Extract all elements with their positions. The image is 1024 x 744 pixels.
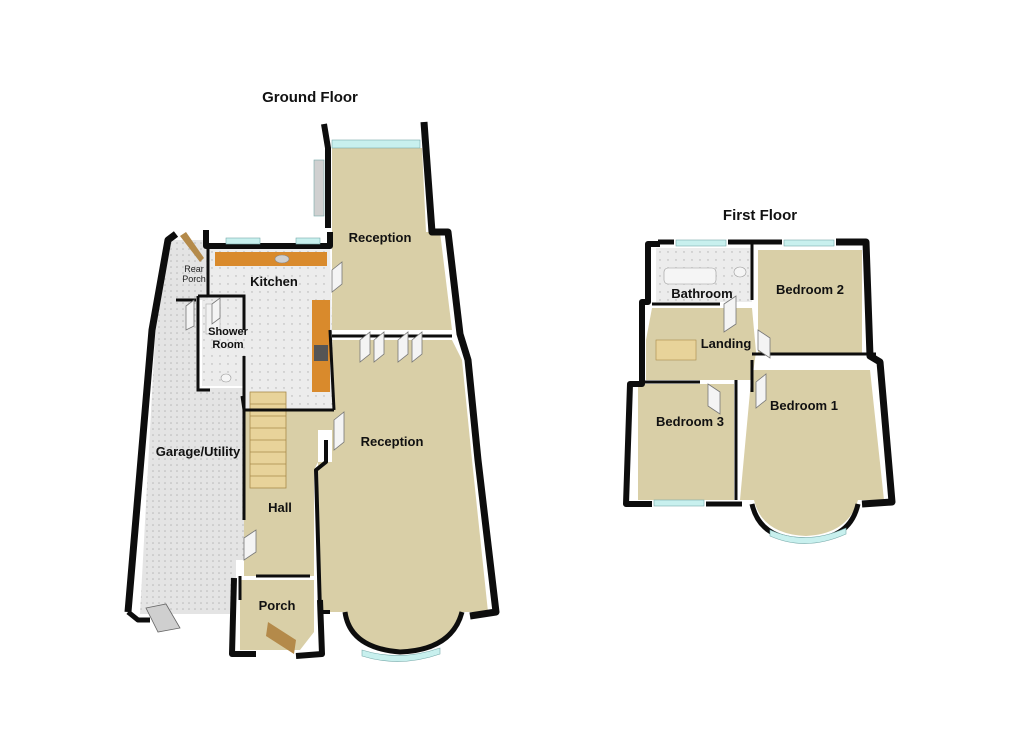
garage-floor [140, 240, 244, 614]
shower-toilet [220, 373, 232, 383]
first-floor-doors [707, 295, 771, 415]
rear-porch-label-line1: Rear [184, 264, 204, 274]
reception-rear-label: Reception [349, 230, 412, 245]
shower-room-label-line2: Room [212, 339, 243, 351]
bedroom2-floor [758, 250, 862, 354]
kitchen-hob [314, 345, 328, 361]
ground-floor-walls [124, 121, 500, 659]
first-floor-title: First Floor [723, 207, 797, 224]
kitchen-label: Kitchen [250, 274, 298, 289]
bedroom1-label: Bedroom 1 [770, 398, 838, 413]
rear-porch-door [180, 232, 204, 262]
first-floor-inner-walls [642, 244, 876, 500]
shower-room-label-line1: Shower [208, 326, 248, 338]
bathroom-basin [733, 266, 747, 278]
ground-floor: Ground Floor [124, 89, 500, 662]
garage-utility-label: Garage/Utility [156, 444, 241, 459]
garage-door [145, 603, 181, 633]
front-door [266, 622, 296, 654]
hall-label: Hall [268, 500, 292, 515]
reception-double-doors [359, 331, 423, 363]
bedroom3-label: Bedroom 3 [656, 414, 724, 429]
rear-porch-label-line2: Porch [182, 274, 206, 284]
kitchen-sink [274, 254, 290, 264]
bathroom-label: Bathroom [671, 286, 732, 301]
reception-rear-floor [332, 148, 452, 330]
landing-label: Landing [701, 336, 752, 351]
kitchen-floor [208, 246, 334, 410]
ground-floor-windows [225, 139, 441, 662]
ground-floor-doors [145, 232, 423, 654]
first-floor-windows [653, 239, 847, 544]
kitchen-counter-back [215, 252, 327, 266]
porch-label: Porch [259, 598, 296, 613]
bath-tub [663, 267, 717, 285]
first-floor-walls [623, 238, 896, 543]
landing-stair-rail [655, 339, 697, 361]
porch-floor [240, 580, 314, 650]
hall-stairs [249, 391, 287, 489]
reception-front-floor [318, 340, 488, 652]
ground-floor-inner-walls [176, 244, 452, 600]
reception-front-label: Reception [361, 434, 424, 449]
bedroom1-floor [740, 370, 884, 536]
first-floor: First Floor [623, 207, 896, 544]
internal-doors [185, 261, 345, 561]
bedroom2-label: Bedroom 2 [776, 282, 844, 297]
ground-floor-title: Ground Floor [262, 89, 358, 106]
